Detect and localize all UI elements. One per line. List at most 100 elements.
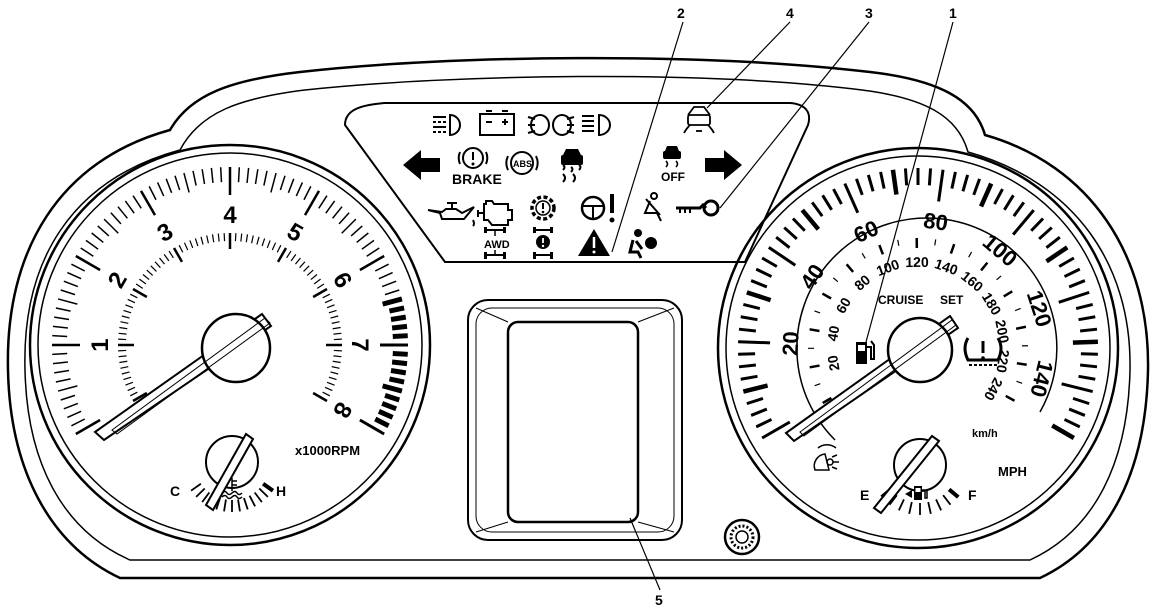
tach-tick — [75, 418, 101, 436]
kmh-number: 240 — [981, 375, 1006, 403]
tach-inner-tick — [312, 391, 328, 403]
tach-inner-tick — [139, 278, 147, 285]
tach-inner-tick — [286, 250, 292, 259]
temp-tick — [237, 499, 241, 512]
tach-tick — [71, 263, 86, 272]
tach-number: 6 — [327, 268, 357, 293]
tach-number: 7 — [346, 338, 373, 351]
tach-tick — [390, 368, 407, 376]
mph-number: 20 — [778, 331, 804, 356]
tachometer-ticks — [52, 167, 408, 436]
kmh-tick — [996, 275, 1002, 281]
svg-text:OFF: OFF — [661, 170, 685, 184]
tach-inner-tick — [129, 391, 138, 397]
tach-inner-tick — [206, 235, 209, 244]
tach-tick — [132, 195, 142, 209]
tach-tick — [303, 190, 321, 216]
tach-tick — [391, 359, 408, 367]
kmh-tick — [968, 251, 973, 258]
mph-tick — [1079, 327, 1098, 333]
kmh-label: km/h — [972, 428, 998, 440]
temp-tick — [258, 487, 269, 498]
tach-tick — [110, 212, 122, 225]
tach-tick — [124, 200, 135, 214]
callout-label-5: 5 — [655, 592, 663, 608]
tach-inner-tick — [127, 386, 136, 392]
tach-tick — [318, 195, 328, 209]
tach-inner-tick — [328, 309, 337, 314]
mph-tick — [742, 302, 761, 311]
tach-inner-tick — [200, 236, 204, 245]
tach-inner-tick — [299, 261, 306, 269]
temp-tick — [190, 483, 202, 492]
mph-tick — [927, 168, 933, 186]
fuel-tick — [898, 499, 905, 511]
mph-tick — [961, 174, 970, 192]
tach-inner-tick — [129, 293, 138, 299]
mph-tick — [791, 217, 806, 232]
tach-inner-tick — [332, 326, 341, 330]
mph-tick — [879, 171, 886, 189]
tach-tick — [384, 392, 401, 403]
mph-tick — [821, 194, 833, 211]
tach-inner-tick — [313, 278, 321, 285]
tach-inner-tick — [146, 269, 154, 276]
mph-tick — [832, 188, 843, 205]
kmh-number: 20 — [824, 354, 843, 372]
fuel-tick — [942, 494, 952, 506]
mph-tick — [1079, 363, 1098, 369]
tach-tick — [201, 169, 206, 185]
tach-inner-tick — [324, 298, 333, 304]
power-steering-icon — [580, 194, 615, 223]
mph-tick — [750, 407, 768, 417]
tach-tick — [54, 369, 70, 374]
tach-inner-tick — [303, 265, 310, 272]
mph-tick — [750, 279, 768, 289]
kmh-tick — [809, 328, 820, 333]
tach-inner-tick — [132, 287, 148, 299]
cluster-housing — [6, 56, 1150, 580]
tach-inner-tick — [163, 254, 170, 262]
tach-inner-tick — [123, 376, 132, 381]
tach-tick — [103, 218, 119, 234]
tach-tick — [55, 307, 71, 312]
tach-tick — [338, 212, 350, 225]
mph-number: 40 — [795, 260, 829, 294]
mph-tick — [1038, 226, 1053, 241]
kmh-number: 120 — [905, 254, 929, 270]
cruise-label: CRUISE — [878, 293, 923, 307]
tach-tick — [356, 232, 369, 244]
tach-tick — [374, 416, 390, 429]
tach-tick — [63, 402, 79, 410]
mph-tick — [937, 169, 945, 202]
svg-text:BRAKE: BRAKE — [452, 171, 502, 187]
tach-tick — [279, 175, 286, 191]
traction-off-icon: OFF — [661, 146, 685, 184]
mph-tick — [866, 174, 875, 192]
abs-icon: ABS — [505, 151, 539, 175]
fuel-tick — [947, 487, 960, 499]
mph-tick — [1080, 352, 1098, 356]
reset-knob-icon[interactable] — [723, 518, 761, 556]
tach-inner-tick — [125, 304, 134, 309]
mph-tick — [740, 315, 758, 322]
mph-tick — [1045, 235, 1061, 249]
tach-inner-tick — [312, 287, 328, 299]
tach-tick — [219, 167, 223, 183]
mph-tick — [742, 383, 769, 394]
tach-inner-tick — [333, 332, 342, 335]
kmh-tick — [1016, 362, 1027, 367]
mph-tick — [1061, 382, 1094, 394]
tach-tick — [361, 239, 375, 250]
tach-number: 3 — [153, 218, 178, 248]
mph-tick — [775, 235, 791, 249]
kmh-tick — [832, 277, 839, 283]
tach-tick — [390, 314, 407, 322]
fuel-pump-icon — [856, 340, 875, 364]
tach-tick — [381, 383, 403, 394]
tach-inner-tick — [332, 360, 341, 364]
coolant-icon — [221, 478, 243, 500]
mph-tick — [800, 208, 821, 231]
tach-inner-tick — [132, 391, 148, 403]
